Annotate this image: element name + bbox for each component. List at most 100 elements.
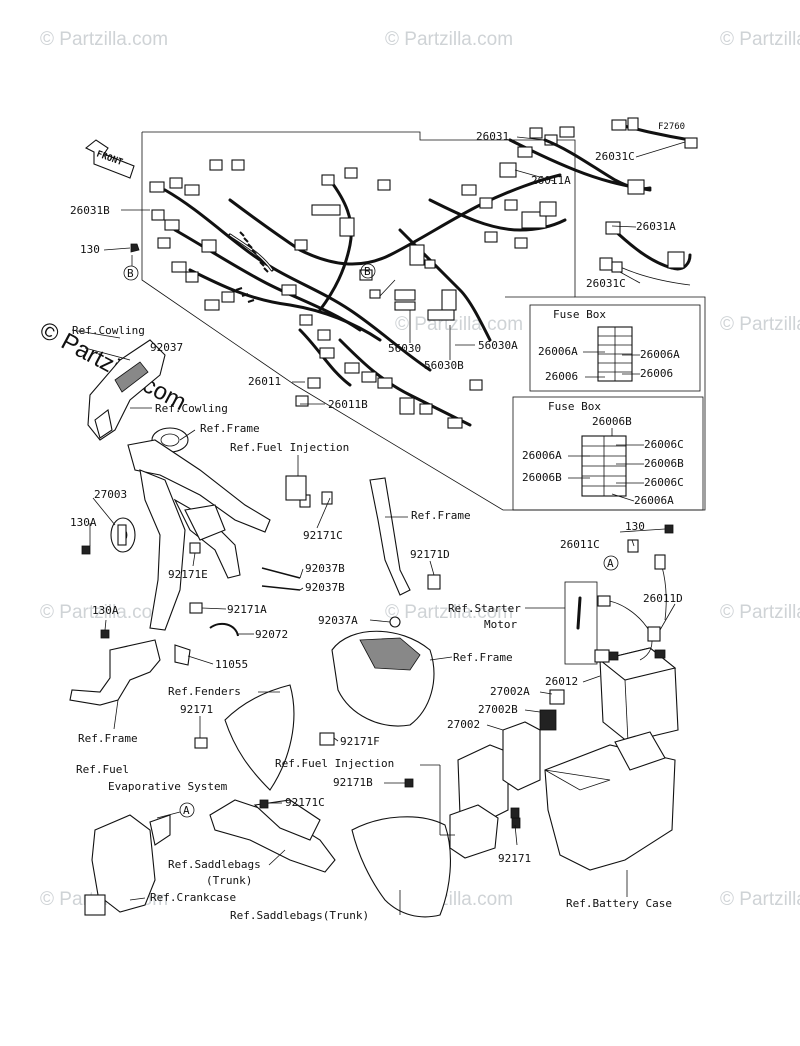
callout-92171: 92171 [180,703,213,716]
callout-ref-saddlebags: Ref.Saddlebags [168,858,261,871]
ecu-assembly [449,689,565,859]
callout-56030: 56030 [388,342,421,355]
callout-130a: 130A [92,604,119,617]
callout-26011c: 26011C [560,538,600,551]
callout-92037a: 92037A [318,614,358,627]
callout-130: 130 [625,520,645,533]
callout-ref-battery-case: Ref.Battery Case [566,897,672,910]
callout-92171c: 92171C [285,796,325,809]
callout-26012: 26012 [545,675,578,688]
cowling-bracket [87,339,166,441]
callout-26031a: 26031A [636,220,676,233]
callout-ref-frame: Ref.Frame [78,732,138,745]
fuse-label: 26006A [538,345,578,358]
marker-b: B [364,265,371,278]
callout-92171: 92171 [498,852,531,865]
callout-26011d: 26011D [643,592,683,605]
callout-26011b: 26011B [328,398,368,411]
figure-code: F2760 [658,122,685,132]
callout-ref-fuel: Ref.Fuel [76,763,129,776]
callout-92072: 92072 [255,628,288,641]
callout-92171f: 92171F [340,735,380,748]
watermark-text: © Partzilla.com [720,314,800,335]
callout-ref-fuel-injection: Ref.Fuel Injection [275,757,394,770]
starter-wiring [564,539,667,665]
callout-92037b: 92037B [305,562,345,575]
fuse-label: 26006A [522,449,562,462]
fuse-box-2-title: Fuse Box [548,400,601,413]
front-arrow: FRONT [84,139,135,179]
callout-ref-starter: Ref.Starter [448,602,521,615]
callout-11055: 11055 [215,658,248,671]
callout-26031c: 26031C [586,277,626,290]
fuse-label: 26006C [644,476,684,489]
callout-ref-cowling: Ref.Cowling [72,324,145,337]
battery-case [544,731,676,871]
callout-ref-crankcase: Ref.Crankcase [150,891,236,904]
circle-markers: B B A A [123,263,619,818]
fuse-box-1-title: Fuse Box [553,308,606,321]
fuse-label: 26006 [640,367,673,380]
callout-56030b: 56030B [424,359,464,372]
watermark-text: © Partzilla.com [40,29,168,50]
frame-rail-right [369,477,441,596]
callout-trunk: (Trunk) [206,874,252,887]
callout-27002: 27002 [447,718,480,731]
callout-ref-frame: Ref.Frame [411,509,471,522]
callout-ref-frame: Ref.Frame [200,422,260,435]
fuse-label: 26006A [634,494,674,507]
fuse-label: 26006B [644,457,684,470]
fuse-label: 26006C [644,438,684,451]
callout-27003: 27003 [94,488,127,501]
callout-92037: 92037 [150,341,183,354]
callout-ref-fuel-injection: Ref.Fuel Injection [230,441,349,454]
watermark-text: © Partzilla.com [395,314,523,335]
callout-ref-frame: Ref.Frame [453,651,513,664]
callout-27002b: 27002B [478,703,518,716]
watermark-text: © Partzilla.com [385,602,513,623]
marker-b: B [127,267,134,280]
watermark-text: © Partzilla.com [385,29,513,50]
fuse-label: 26006B [592,415,632,428]
watermark-text: © Partzilla.com [720,602,800,623]
callout-27002a: 27002A [490,685,530,698]
front-fender-section [224,684,295,791]
fuse-box-2: Fuse Box 26006B 26006A 26006B 26006C 260… [512,396,704,511]
corrugated-tube [235,231,269,303]
saddlebag-bracket [209,799,336,873]
callout-26031c: 26031C [595,150,635,163]
main-frame [110,427,271,631]
watermark-text: © Partzilla.com [40,602,168,623]
watermark-text: © Partzilla.com [720,29,800,50]
callout-130: 130 [80,243,100,256]
fuse-label: 26006B [522,471,562,484]
callout-26031: 26031 [476,130,509,143]
callout-92037b: 92037B [305,581,345,594]
battery [598,647,679,743]
callout-130a: 130A [70,516,97,529]
callout-92171b: 92171B [333,776,373,789]
watermark-text: © Partzilla.com [720,889,800,910]
fuse-label: 26006A [640,348,680,361]
callout-26011: 26011 [248,375,281,388]
callout-26031b: 26031B [70,204,110,217]
leader-lines [71,136,686,915]
harness-connectors [149,126,575,429]
callout-ref-fenders: Ref.Fenders [168,685,241,698]
saddlebag-cover [351,816,451,918]
callout-ref-starter-motor: Motor [484,618,517,631]
callout-92171c: 92171C [303,529,343,542]
callout-26011a: 26011A [531,174,571,187]
callout-ref-saddlebags-trunk: Ref.Saddlebags(Trunk) [230,909,369,922]
fuse-box-1: Fuse Box 26006A 26006 26006A 26006 [529,304,701,392]
callout-56030a: 56030A [478,339,518,352]
callout-labels: F2760 26031 26031C 26011A 26031B 130 260… [70,122,685,922]
callout-ref-cowling: Ref.Cowling [155,402,228,415]
marker-a: A [183,804,190,817]
small-fasteners [81,243,674,819]
sub-harness-26031 [543,117,698,286]
callout-evaporative-system: Evaporative System [108,780,228,793]
rear-fender [331,630,435,727]
callout-92171d: 92171D [410,548,450,561]
